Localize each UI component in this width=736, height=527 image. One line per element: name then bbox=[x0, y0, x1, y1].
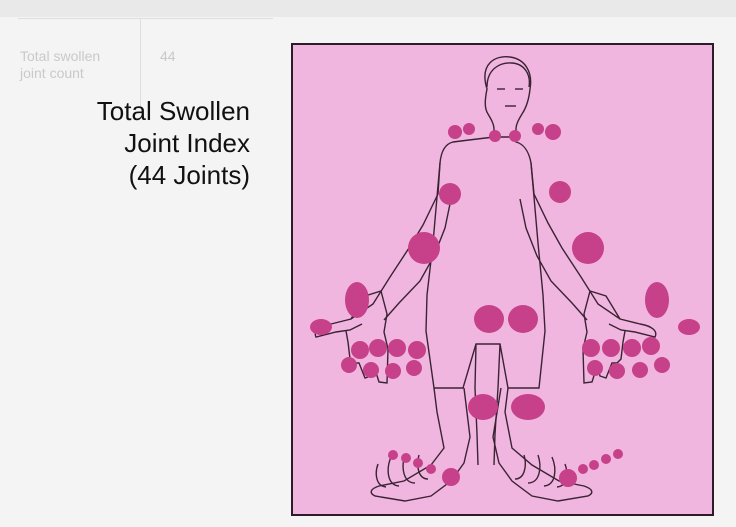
joint-shoulder-right bbox=[545, 124, 561, 140]
hair-outline bbox=[487, 63, 529, 87]
joint-mcp-left-1 bbox=[351, 341, 369, 359]
joint-shoulder-left bbox=[448, 125, 462, 139]
joint-pip-left-1 bbox=[341, 357, 357, 373]
background-divider bbox=[18, 18, 273, 19]
joint-collar-right bbox=[532, 123, 544, 135]
joint-pip-left-4 bbox=[406, 360, 422, 376]
joint-toe-left-2 bbox=[401, 453, 411, 463]
background-band-top bbox=[0, 0, 736, 17]
body-joint-diagram bbox=[293, 45, 714, 516]
joint-hip-left bbox=[474, 305, 504, 333]
joint-thumb-right bbox=[678, 319, 700, 335]
joint-pip-right-1 bbox=[587, 360, 603, 376]
joint-pip-left-2 bbox=[363, 362, 379, 378]
joint-elbow-right bbox=[549, 181, 571, 203]
joint-collar-mid-left bbox=[489, 130, 501, 142]
joint-hip-right bbox=[508, 305, 538, 333]
joint-wrist-right bbox=[572, 232, 604, 264]
background-faded-text: joint count bbox=[20, 65, 84, 81]
joint-ankle-left bbox=[442, 468, 460, 486]
joint-pip-left-3 bbox=[385, 363, 401, 379]
joint-mcp-right-3 bbox=[623, 339, 641, 357]
joint-toe-left-4 bbox=[426, 464, 436, 474]
joint-mcp-right-1 bbox=[582, 339, 600, 357]
joint-mcp-left-4 bbox=[408, 341, 426, 359]
joint-collar-left bbox=[463, 123, 475, 135]
joint-knee-right bbox=[511, 394, 545, 420]
torso-outline bbox=[426, 137, 545, 388]
joint-collar-mid-right bbox=[509, 130, 521, 142]
joint-elbow-left bbox=[439, 183, 461, 205]
joint-mcp-right-4 bbox=[642, 337, 660, 355]
joint-toe-right-1 bbox=[578, 464, 588, 474]
joint-hand-left bbox=[345, 282, 369, 318]
joint-pip-right-2 bbox=[609, 363, 625, 379]
joint-ankle-right bbox=[559, 469, 577, 487]
title-line-3: (44 Joints) bbox=[20, 159, 250, 191]
joint-pip-right-4 bbox=[654, 357, 670, 373]
joint-toe-right-2 bbox=[589, 460, 599, 470]
joint-mcp-left-3 bbox=[388, 339, 406, 357]
joint-mcp-right-2 bbox=[602, 339, 620, 357]
title-line-1: Total Swollen bbox=[20, 95, 250, 127]
joint-pip-right-3 bbox=[632, 362, 648, 378]
background-faded-text: 44 bbox=[160, 48, 176, 64]
joint-toe-left-3 bbox=[413, 458, 423, 468]
joint-hand-right bbox=[645, 282, 669, 318]
diagram-title: Total Swollen Joint Index (44 Joints) bbox=[20, 95, 250, 191]
joint-toe-right-3 bbox=[601, 454, 611, 464]
joint-toe-right-4 bbox=[613, 449, 623, 459]
joint-knee-left bbox=[468, 394, 498, 420]
body-diagram-panel bbox=[291, 43, 714, 516]
joint-mcp-left-2 bbox=[369, 339, 387, 357]
joint-thumb-left bbox=[310, 319, 332, 335]
background-faded-text: Total swollen bbox=[20, 48, 100, 64]
joint-wrist-left bbox=[408, 232, 440, 264]
title-line-2: Joint Index bbox=[20, 127, 250, 159]
joint-toe-left-1 bbox=[388, 450, 398, 460]
